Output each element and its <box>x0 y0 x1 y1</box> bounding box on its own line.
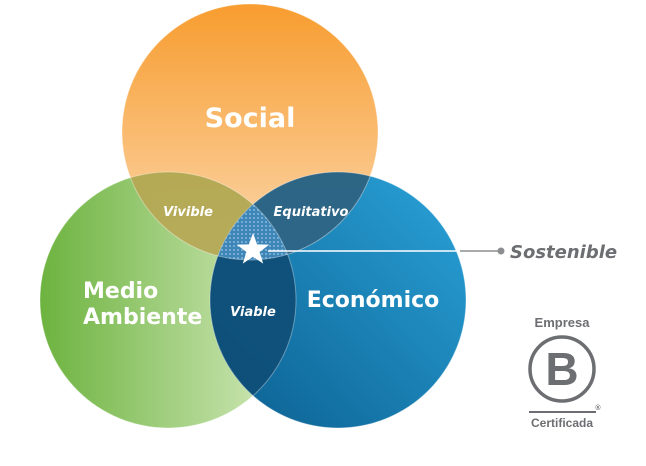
bcorp-circle <box>528 335 596 403</box>
sostenible-label: Sostenible <box>510 242 617 263</box>
economico-label: Económico <box>307 288 440 313</box>
bcorp-top-text: Empresa <box>535 315 591 330</box>
medio-label-line1: Medio <box>83 279 158 304</box>
b-corp-logo: Empresa B ® Certificada <box>528 315 601 430</box>
bcorp-bottom-text: Certificada <box>531 416 593 430</box>
star-icon <box>236 233 270 264</box>
viable-label: Viable <box>230 305 276 320</box>
sostenible-pointer-dot <box>497 247 505 255</box>
bcorp-letter: B <box>545 343 578 395</box>
bcorp-registered-mark: ® <box>595 404 601 412</box>
equitativo-label: Equitativo <box>274 205 349 220</box>
sostenible-region <box>210 172 296 260</box>
vivible-label: Vivible <box>163 205 213 220</box>
social-label: Social <box>205 103 296 134</box>
medio-label-line2: Ambiente <box>83 305 202 330</box>
